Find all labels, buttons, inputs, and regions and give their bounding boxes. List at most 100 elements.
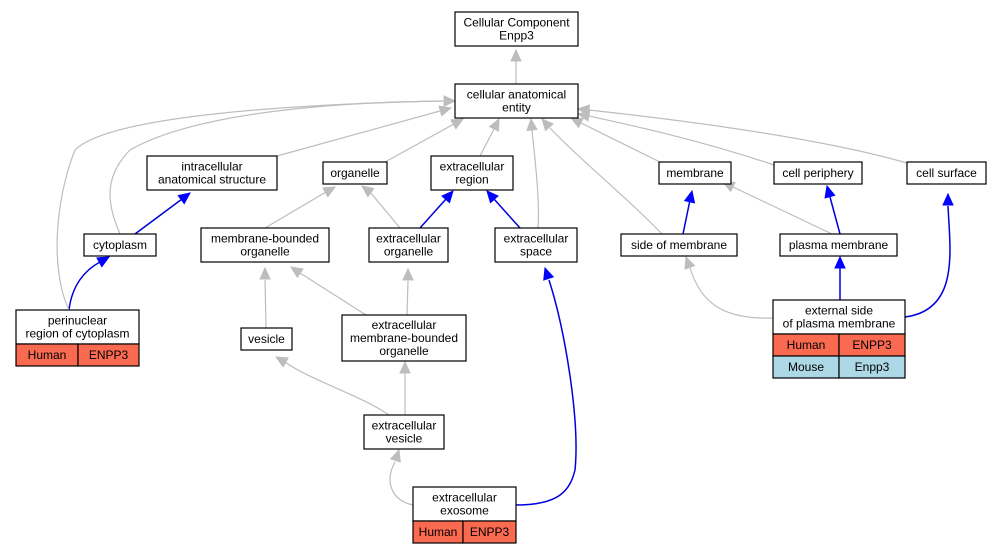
- edge-2: [384, 123, 455, 163]
- arrowhead-13: [526, 117, 538, 131]
- edge-22: [406, 280, 409, 316]
- edge-4: [580, 122, 661, 163]
- go-term-membrane[interactable]: membrane: [658, 161, 732, 185]
- arrowhead-8: [322, 186, 337, 198]
- arrowhead-0: [510, 48, 522, 62]
- gene-label: ENPP3: [852, 338, 892, 352]
- go-term-label: intracellular: [181, 160, 242, 174]
- arrowhead-11: [441, 190, 454, 204]
- gene-label: ENPP3: [470, 525, 510, 539]
- annotation-row-human: Human ENPP3: [772, 333, 906, 357]
- go-term-label: organelle: [330, 166, 380, 180]
- arrowhead-1: [438, 105, 453, 117]
- arrowhead-23: [834, 255, 846, 269]
- arrowhead-14: [541, 118, 554, 132]
- arrowhead-4: [569, 117, 584, 129]
- go-term-pm[interactable]: plasma membrane: [779, 233, 898, 257]
- annotation-row-mouse: Mouse Enpp3: [772, 355, 906, 379]
- edge-15: [682, 199, 691, 235]
- go-term-label: region: [455, 173, 488, 187]
- edge-10: [134, 198, 183, 235]
- gene-label: ENPP3: [89, 348, 129, 362]
- go-term-label: cytoplasm: [93, 238, 147, 252]
- edge-26: [284, 361, 390, 416]
- arrowhead-10: [177, 192, 191, 205]
- go-term-label: organelle: [240, 245, 290, 259]
- go-term-som[interactable]: side of membrane: [620, 233, 738, 257]
- edge-21: [299, 272, 367, 316]
- arrowhead-27: [399, 360, 411, 374]
- arrowhead-26: [274, 356, 289, 368]
- go-term-label: region of cytoplasm: [25, 327, 129, 341]
- edge-16: [732, 186, 833, 235]
- go-term-cellsurf[interactable]: cell surface: [906, 161, 987, 185]
- gene-label: Enpp3: [855, 360, 890, 374]
- go-term-label: cellular anatomical: [467, 88, 566, 102]
- edge-18: [68, 261, 101, 311]
- go-term-label: organelle: [379, 344, 429, 358]
- go-term-organelle[interactable]: organelle: [322, 161, 388, 185]
- go-term-cellperiph[interactable]: cell periphery: [773, 161, 863, 185]
- edge-14: [549, 127, 663, 235]
- edge-9: [369, 191, 401, 229]
- go-term-label: Cellular Component: [463, 16, 570, 30]
- go-term-label: external side: [805, 304, 873, 318]
- arrowhead-2: [450, 118, 465, 130]
- arrowhead-24: [942, 192, 954, 206]
- go-term-label: membrane: [666, 166, 724, 180]
- arrowhead-18: [96, 256, 111, 268]
- edge-5: [588, 115, 775, 166]
- edge-1: [276, 110, 441, 157]
- arrowhead-22: [402, 267, 414, 281]
- arrowhead-12: [486, 190, 499, 204]
- edge-8: [264, 191, 327, 229]
- arrowhead-19: [443, 95, 457, 107]
- go-term-label: of plasma membrane: [783, 317, 896, 331]
- edge-layer: [56, 48, 954, 506]
- species-label: Human: [787, 338, 826, 352]
- edge-3: [479, 128, 495, 157]
- arrowhead-28: [389, 448, 401, 463]
- go-term-label: entity: [502, 101, 531, 115]
- go-term-label: extracellular: [372, 318, 437, 332]
- go-term-label: extracellular: [440, 160, 505, 174]
- arrowhead-20: [259, 266, 271, 280]
- arrowhead-29: [543, 266, 555, 281]
- go-term-label: exosome: [440, 504, 489, 518]
- arrowhead-25: [684, 255, 696, 270]
- edge-17: [829, 196, 841, 235]
- go-term-label: extracellular: [504, 232, 569, 246]
- species-label: Mouse: [788, 360, 824, 374]
- go-term-cytoplasm[interactable]: cytoplasm: [83, 233, 157, 257]
- go-term-label: extracellular: [372, 419, 437, 433]
- go-term-label: perinuclear: [48, 314, 107, 328]
- go-term-label: membrane-bounded: [350, 331, 458, 345]
- go-term-vesicle[interactable]: vesicle: [240, 327, 293, 351]
- go-term-label: space: [520, 245, 552, 259]
- arrowhead-17: [824, 184, 836, 199]
- edge-6: [588, 109, 908, 164]
- edge-11: [419, 198, 447, 229]
- edge-12: [493, 198, 521, 229]
- edge-29: [515, 279, 577, 506]
- go-term-label: side of membrane: [631, 238, 727, 252]
- edge-28: [389, 461, 414, 506]
- go-term-label: vesicle: [248, 332, 285, 346]
- go-term-label: organelle: [384, 245, 434, 259]
- go-term-label: cell surface: [916, 166, 977, 180]
